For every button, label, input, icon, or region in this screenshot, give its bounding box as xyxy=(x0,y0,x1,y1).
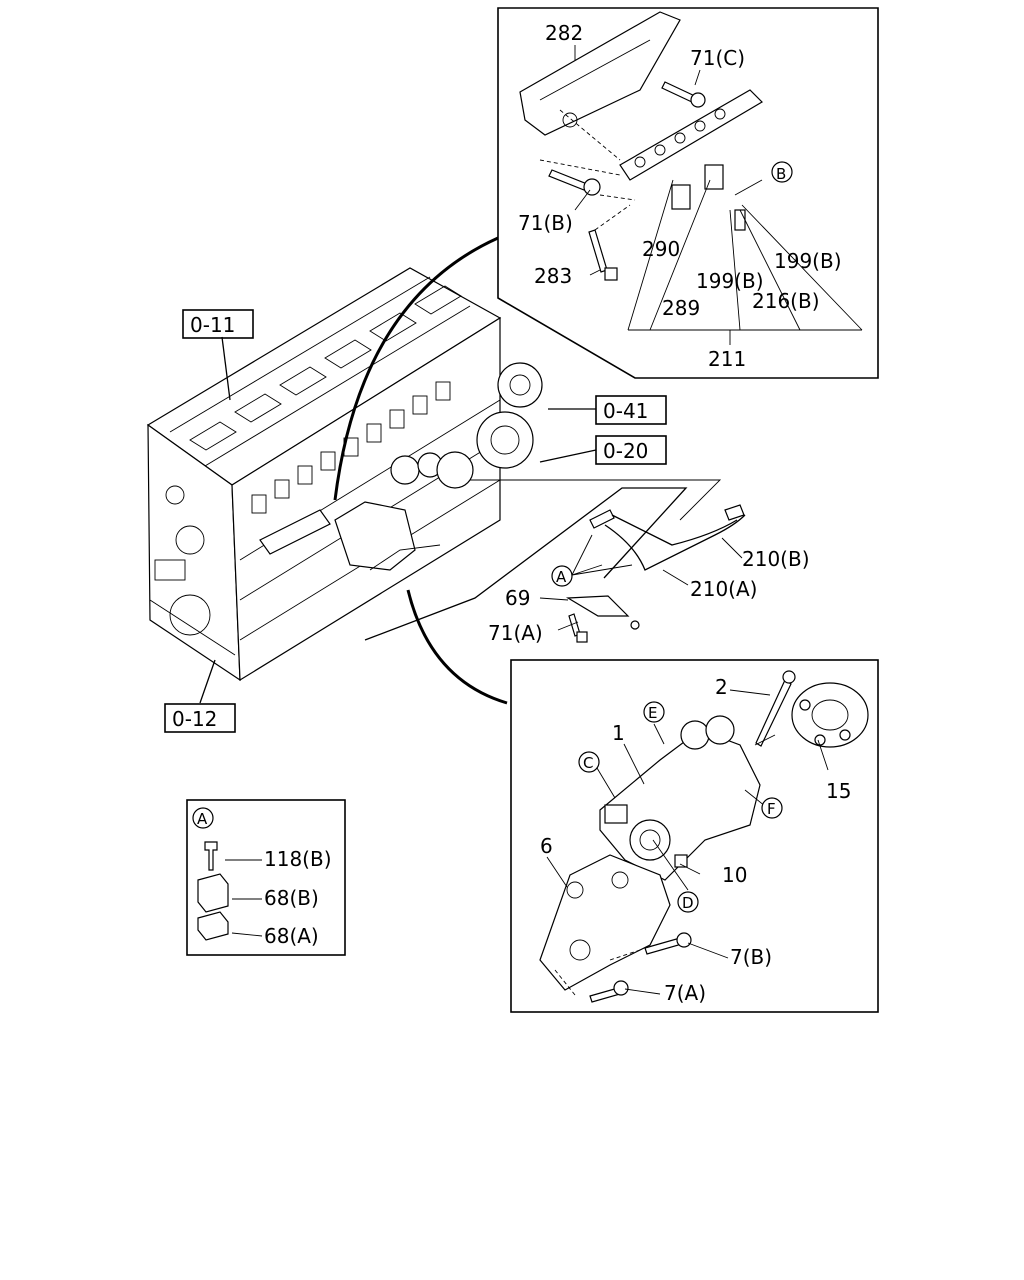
engine-block xyxy=(146,267,543,682)
callout-71b: 71(B) xyxy=(518,211,573,235)
detail-arc-upper xyxy=(333,236,499,501)
callout-68b: 68(B) xyxy=(264,886,319,910)
callout-283: 283 xyxy=(534,264,572,288)
pump-on-block xyxy=(259,451,474,571)
callout-69: 69 xyxy=(505,586,530,610)
callout-7b: 7(B) xyxy=(730,945,772,969)
ref-box-0-20 xyxy=(595,435,667,465)
callout-6: 6 xyxy=(540,834,553,858)
callout-7a: 7(A) xyxy=(664,981,706,1005)
rail-circle-b xyxy=(771,161,793,183)
ref-label-0-41: 0-41 xyxy=(603,399,648,423)
pump-circle-c-label: C xyxy=(583,754,593,772)
callout-1: 1 xyxy=(612,721,625,745)
detail-arc-lower xyxy=(406,589,508,705)
ref-label-0-20: 0-20 xyxy=(603,439,648,463)
pump-circle-f xyxy=(761,797,783,819)
clamp-circle-a xyxy=(192,807,214,829)
pump-circle-e xyxy=(643,701,665,723)
pipe-circle-a xyxy=(551,565,573,587)
ref-box-0-12 xyxy=(164,703,236,733)
callout-199b-a: 199(B) xyxy=(696,269,764,293)
clamp-detail-box xyxy=(186,799,346,956)
callout-68a: 68(A) xyxy=(264,924,319,948)
callout-282: 282 xyxy=(545,21,583,45)
ref-label-0-12: 0-12 xyxy=(172,707,217,731)
callout-199b-b: 199(B) xyxy=(774,249,842,273)
pump-detail-panel xyxy=(510,659,879,1013)
pump-circle-d-label: D xyxy=(682,894,694,912)
water-pump xyxy=(476,362,543,469)
rail-detail-panel xyxy=(497,7,879,379)
rail-circle-b-label: B xyxy=(776,165,786,183)
callout-118b: 118(B) xyxy=(264,847,332,871)
callout-289: 289 xyxy=(662,296,700,320)
pump-circle-c xyxy=(578,751,600,773)
callout-210b: 210(B) xyxy=(742,547,810,571)
ref-box-0-41 xyxy=(595,395,667,425)
callout-15: 15 xyxy=(826,779,851,803)
callout-71c: 71(C) xyxy=(690,46,745,70)
callout-10: 10 xyxy=(722,863,747,887)
callout-216b: 216(B) xyxy=(752,289,820,313)
callout-210a: 210(A) xyxy=(690,577,757,601)
pump-circle-e-label: E xyxy=(648,704,657,722)
pipe-detail xyxy=(364,479,746,643)
callout-2: 2 xyxy=(715,675,728,699)
callout-290: 290 xyxy=(642,237,680,261)
pipe-circle-a-label: A xyxy=(556,568,567,586)
callout-71a: 71(A) xyxy=(488,621,543,645)
clamp-circle-a-label: A xyxy=(197,810,208,828)
pump-circle-d xyxy=(677,891,699,913)
ref-label-0-11: 0-11 xyxy=(190,313,235,337)
callout-211: 211 xyxy=(708,347,746,371)
pump-circle-f-label: F xyxy=(767,800,776,818)
ref-box-0-11 xyxy=(182,309,254,339)
